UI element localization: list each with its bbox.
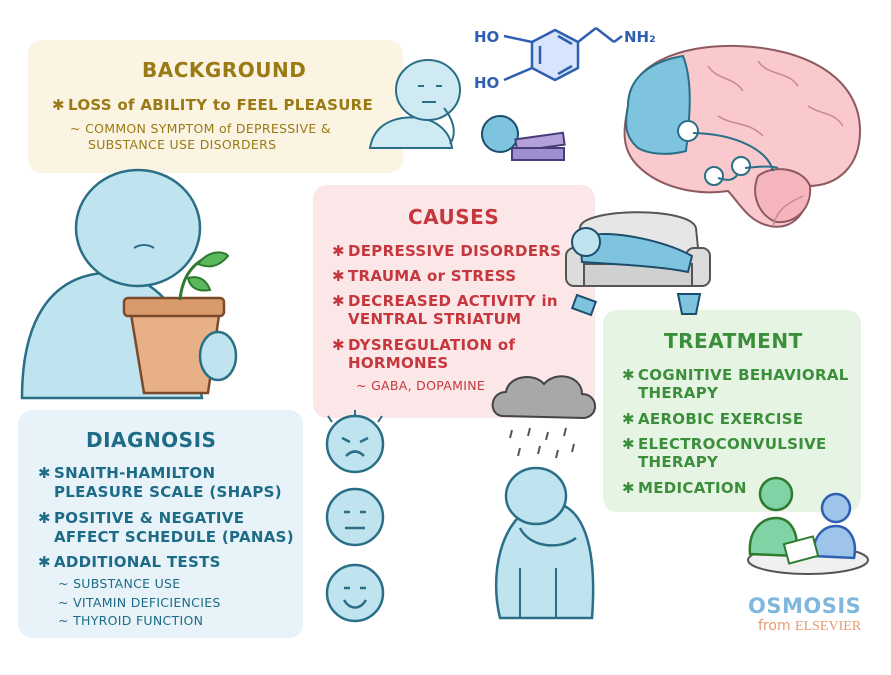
- molecule-ho-bottom: HO: [474, 74, 500, 92]
- asterisk-icon: ✱: [52, 96, 65, 114]
- causes-sub-text: GABA, DOPAMINE: [371, 378, 486, 393]
- logo-name: OSMOSIS: [748, 594, 862, 618]
- asterisk-icon: ✱: [622, 479, 635, 497]
- smiling-face-icon: [325, 563, 385, 623]
- asterisk-icon: ✱: [622, 410, 635, 428]
- diagnosis-sub-1: ~ SUBSTANCE USE: [58, 576, 181, 591]
- asterisk-icon: ✱: [38, 553, 51, 571]
- neutral-face-icon: [325, 487, 385, 547]
- asterisk-icon: ✱: [622, 435, 635, 453]
- background-title: BACKGROUND: [142, 58, 307, 82]
- causes-item-2: ✱TRAUMA or STRESS: [332, 267, 516, 285]
- diagnosis-item-1-text: SNAITH-HAMILTON: [54, 464, 216, 482]
- background-sub-1-text: COMMON SYMPTOM of DEPRESSIVE &: [85, 121, 331, 136]
- asterisk-icon: ✱: [332, 292, 345, 310]
- diagnosis-title: DIAGNOSIS: [86, 428, 217, 452]
- treatment-item-4: ✱MEDICATION: [622, 479, 747, 497]
- diagnosis-sub-2-text: VITAMIN DEFICIENCIES: [73, 595, 221, 610]
- person-on-sofa-icon: [565, 211, 711, 317]
- causes-title: CAUSES: [408, 205, 500, 229]
- osmosis-logo: OSMOSIS from ELSEVIER: [748, 594, 866, 644]
- diagnosis-sub-1-text: SUBSTANCE USE: [73, 576, 181, 591]
- background-point-text: LOSS of ABILITY to FEEL PLEASURE: [68, 96, 374, 114]
- causes-item-3b: VENTRAL STRIATUM: [348, 310, 522, 328]
- causes-item-3: ✱DECREASED ACTIVITY in: [332, 292, 558, 310]
- causes-item-1-text: DEPRESSIVE DISORDERS: [348, 242, 562, 260]
- rain-cloud-icon: [491, 375, 596, 459]
- asterisk-icon: ✱: [622, 366, 635, 384]
- asterisk-icon: ✱: [38, 509, 51, 527]
- cup-icon: [676, 293, 702, 315]
- asterisk-icon: ✱: [38, 464, 51, 482]
- causes-item-1: ✱DEPRESSIVE DISORDERS: [332, 242, 561, 260]
- diagnosis-item-3: ✱ADDITIONAL TESTS: [38, 553, 221, 571]
- treatment-item-4-text: MEDICATION: [638, 479, 747, 497]
- treatment-title: TREATMENT: [664, 329, 803, 353]
- diagnosis-sub-3-text: THYROID FUNCTION: [73, 613, 204, 628]
- diagnosis-item-3-text: ADDITIONAL TESTS: [54, 553, 221, 571]
- crouching-person-icon: [494, 466, 595, 620]
- therapy-session-icon: [747, 476, 869, 575]
- diagnosis-panel: [18, 410, 303, 638]
- treatment-panel: [603, 310, 861, 512]
- logo-company: ELSEVIER: [795, 619, 862, 634]
- treatment-item-3-text: ELECTROCONVULSIVE: [638, 435, 827, 453]
- diagnosis-item-2b: AFFECT SCHEDULE (PANAS): [54, 528, 294, 546]
- causes-item-2-text: TRAUMA or STRESS: [348, 267, 517, 285]
- molecule-ho-top: HO: [474, 28, 500, 46]
- causes-item-4b: HORMONES: [348, 354, 449, 372]
- brain-icon: [623, 44, 862, 228]
- causes-item-3-text: DECREASED ACTIVITY in: [348, 292, 558, 310]
- causes-item-4-text: DYSREGULATION of: [348, 336, 516, 354]
- causes-sub: ~ GABA, DOPAMINE: [356, 378, 486, 393]
- sad-person-plant-icon: [20, 168, 238, 400]
- background-point: ✱LOSS of ABILITY to FEEL PLEASURE: [52, 96, 373, 114]
- treatment-item-2-text: AEROBIC EXERCISE: [638, 410, 804, 428]
- diagnosis-sub-2: ~ VITAMIN DEFICIENCIES: [58, 595, 221, 610]
- molecule-nh2: NH₂: [624, 28, 656, 46]
- diagnosis-item-2: ✱POSITIVE & NEGATIVE: [38, 509, 244, 527]
- logo-sub: from ELSEVIER: [758, 618, 866, 635]
- diagnosis-item-1: ✱SNAITH-HAMILTON: [38, 464, 215, 482]
- asterisk-icon: ✱: [332, 267, 345, 285]
- crying-face-icon: [325, 410, 385, 474]
- dopamine-molecule-icon: [503, 27, 623, 82]
- treatment-item-3: ✱ELECTROCONVULSIVE: [622, 435, 827, 453]
- causes-item-4: ✱DYSREGULATION of: [332, 336, 515, 354]
- treatment-item-2: ✱AEROBIC EXERCISE: [622, 410, 803, 428]
- background-panel: [28, 40, 403, 173]
- ball-icon: [481, 115, 519, 153]
- treatment-item-1: ✱COGNITIVE BEHAVIORAL: [622, 366, 849, 384]
- diagnosis-item-1b: PLEASURE SCALE (SHAPS): [54, 483, 282, 501]
- asterisk-icon: ✱: [332, 336, 345, 354]
- treatment-item-1-text: COGNITIVE BEHAVIORAL: [638, 366, 849, 384]
- treatment-item-1b: THERAPY: [638, 384, 719, 402]
- diagnosis-sub-3: ~ THYROID FUNCTION: [58, 613, 204, 628]
- thinking-person-icon: [368, 59, 566, 161]
- diagnosis-item-2-text: POSITIVE & NEGATIVE: [54, 509, 245, 527]
- logo-from: from: [758, 618, 791, 634]
- background-sub-2: SUBSTANCE USE DISORDERS: [88, 137, 277, 152]
- asterisk-icon: ✱: [332, 242, 345, 260]
- background-sub-1: ~ COMMON SYMPTOM of DEPRESSIVE &: [70, 121, 331, 136]
- treatment-item-3b: THERAPY: [638, 453, 719, 471]
